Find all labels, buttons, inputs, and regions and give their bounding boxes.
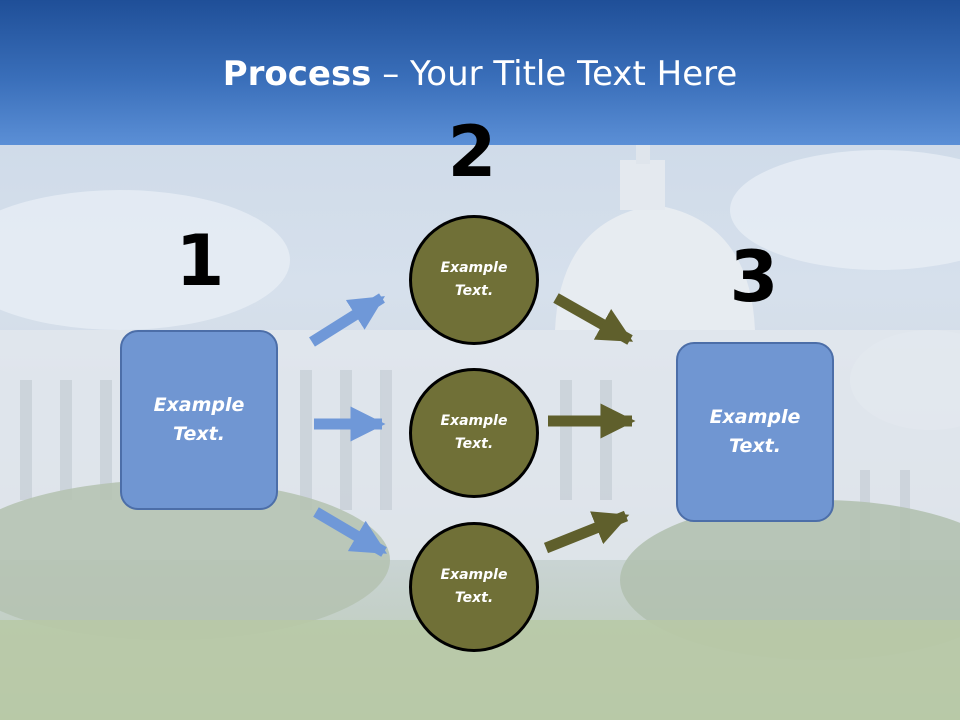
title-rest: – Your Title Text Here [371, 54, 738, 94]
slide-title: Process – Your Title Text Here [0, 52, 960, 96]
step-number-2: 2 [447, 111, 497, 193]
step-number-3: 3 [729, 236, 779, 318]
arrow-up-right [309, 293, 385, 347]
step-2-circle-middle[interactable]: Example Text. [409, 368, 539, 498]
title-bold: Process [222, 54, 372, 94]
step-3-box[interactable]: Example Text. [676, 342, 834, 522]
circle-bottom-line2: Text. [454, 590, 494, 606]
circle-middle-line2: Text. [454, 436, 494, 452]
step-1-box-line1: Example [153, 394, 245, 416]
arrow-converge-top [553, 293, 634, 345]
circle-bottom-line1: Example [440, 567, 508, 583]
step-2-circle-bottom[interactable]: Example Text. [409, 522, 539, 652]
step-1-box-line2: Text. [173, 423, 225, 445]
step-2-circle-top[interactable]: Example Text. [409, 215, 539, 345]
circle-top-line2: Text. [454, 283, 494, 299]
arrow-down-right [313, 507, 388, 557]
arrow-converge-bottom [543, 510, 630, 554]
step-number-1: 1 [175, 220, 225, 302]
step-3-box-line2: Text. [729, 435, 781, 457]
step-1-box[interactable]: Example Text. [120, 330, 278, 510]
step-3-box-line1: Example [709, 406, 801, 428]
title-bar [0, 0, 960, 145]
circle-middle-line1: Example [440, 413, 508, 429]
circle-top-line1: Example [440, 260, 508, 276]
